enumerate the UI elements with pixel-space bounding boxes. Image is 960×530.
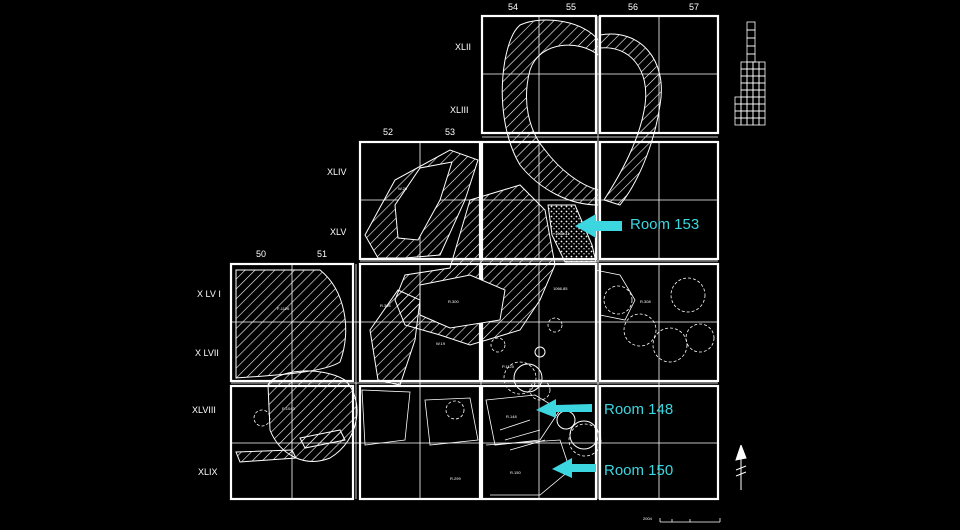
col-label-57: 57: [689, 2, 699, 12]
svg-text:R.300: R.300: [382, 256, 393, 261]
room-153-annotation: Room 153: [575, 214, 699, 238]
svg-text:1066.85: 1066.85: [553, 286, 568, 291]
grid-row-labels: XLII XLIII XLIV XLV X LV I X LVII XLVIII…: [192, 42, 471, 477]
row-label-xlvii: X LVII: [195, 348, 219, 358]
col-label-55: 55: [566, 2, 576, 12]
row-label-xlvi: X LV I: [197, 289, 221, 299]
col-label-53: 53: [445, 127, 455, 137]
svg-text:F-1043: F-1043: [282, 406, 295, 411]
room-148-label: Room 148: [604, 401, 673, 418]
svg-text:R.299: R.299: [450, 476, 461, 481]
col-label-50: 50: [256, 249, 266, 259]
rubble-room-153: [547, 204, 597, 263]
wall-south-west: [235, 449, 297, 463]
wall-south: [299, 429, 346, 449]
row-label-xliv: XLIV: [327, 167, 347, 177]
scale-bar: 2004: [643, 516, 721, 523]
room-150-label: Room 150: [604, 462, 673, 479]
svg-text:R.300: R.300: [448, 299, 459, 304]
room-148-annotation: Room 148: [536, 399, 673, 418]
svg-text:R.148: R.148: [506, 414, 517, 419]
row-label-xliii: XLIII: [450, 105, 469, 115]
svg-text:W.29: W.29: [398, 186, 408, 191]
svg-text:F-1126: F-1126: [277, 306, 290, 311]
key-grid: [734, 21, 766, 126]
svg-text:R.308: R.308: [640, 299, 651, 304]
room-153-arrow: [575, 214, 622, 238]
wall-west: [369, 289, 421, 386]
svg-text:W.19: W.19: [436, 341, 446, 346]
room-150-annotation: Room 150: [552, 458, 673, 479]
wall-xliv-inner: [394, 161, 453, 241]
circular-features: [253, 277, 715, 457]
svg-text:P.1125: P.1125: [502, 364, 515, 369]
col-label-52: 52: [383, 127, 393, 137]
svg-text:1066.31: 1066.31: [555, 231, 570, 236]
room-148-arrow: [536, 399, 592, 418]
row-label-xlv: XLV: [330, 227, 346, 237]
col-label-56: 56: [628, 2, 638, 12]
large-hatched-area-xlviii: [267, 370, 358, 462]
room-153-label: Room 153: [630, 216, 699, 233]
wall-central-inner: [419, 274, 506, 329]
solid-circles: [513, 346, 599, 450]
svg-text:R.304: R.304: [380, 303, 391, 308]
row-label-xlviii: XLVIII: [192, 405, 216, 415]
enclosure-wall-east: [599, 33, 662, 206]
col-label-51: 51: [317, 249, 327, 259]
north-arrow-icon: [735, 444, 747, 490]
large-hatched-area-xlvi: [235, 269, 347, 379]
col-label-54: 54: [508, 2, 518, 12]
row-label-xlii: XLII: [455, 42, 471, 52]
large-enclosure-wall: [501, 19, 599, 206]
room-150-arrow: [552, 458, 596, 478]
svg-text:R.150: R.150: [510, 470, 521, 475]
scale-label: 2004: [643, 516, 653, 521]
row-label-xlix: XLIX: [198, 467, 218, 477]
wall-structures: [235, 19, 662, 463]
grid-column-labels: 54 55 56 57 52 53 50 51: [256, 2, 699, 259]
